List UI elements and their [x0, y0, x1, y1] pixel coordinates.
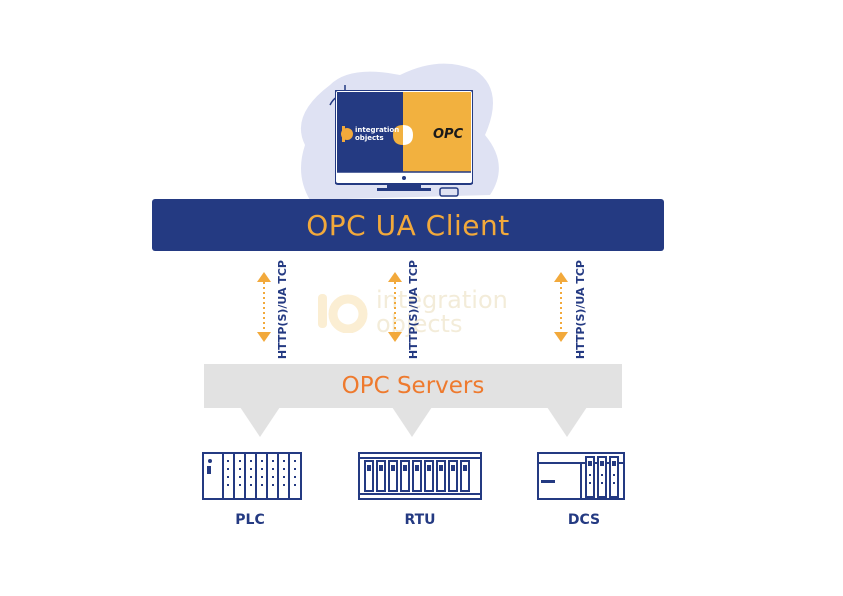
device-label-dcs: DCS — [567, 512, 601, 528]
connection-arrow-2 — [388, 272, 402, 342]
monitor-logo-text-1: integration — [355, 126, 400, 134]
connection-arrow-3 — [554, 272, 568, 342]
plc-icon — [202, 452, 302, 500]
device-label-plc: PLC — [235, 512, 265, 528]
server-pointers — [240, 407, 587, 437]
protocol-label-2: HTTP(S)/UA TCP — [407, 260, 420, 360]
rtu-icon — [358, 452, 482, 500]
connection-arrow-1 — [257, 272, 271, 342]
monitor-logo-text-2: objects — [355, 134, 384, 142]
dcs-icon — [537, 452, 625, 500]
opc-ua-client-bar: OPC UA Client — [152, 199, 664, 251]
monitor: integration objects OPC — [334, 89, 474, 200]
protocol-label-1: HTTP(S)/UA TCP — [276, 260, 289, 360]
watermark-logo-icon — [318, 294, 368, 333]
protocol-label-3: HTTP(S)/UA TCP — [574, 260, 587, 360]
opc-servers-bar: OPC Servers — [204, 364, 622, 408]
servers-title: OPC Servers — [341, 373, 485, 399]
monitor-opc-logo: OPC — [433, 127, 464, 142]
client-title: OPC UA Client — [306, 208, 510, 242]
watermark-line1: integration — [376, 286, 508, 314]
device-label-rtu: RTU — [404, 512, 436, 528]
